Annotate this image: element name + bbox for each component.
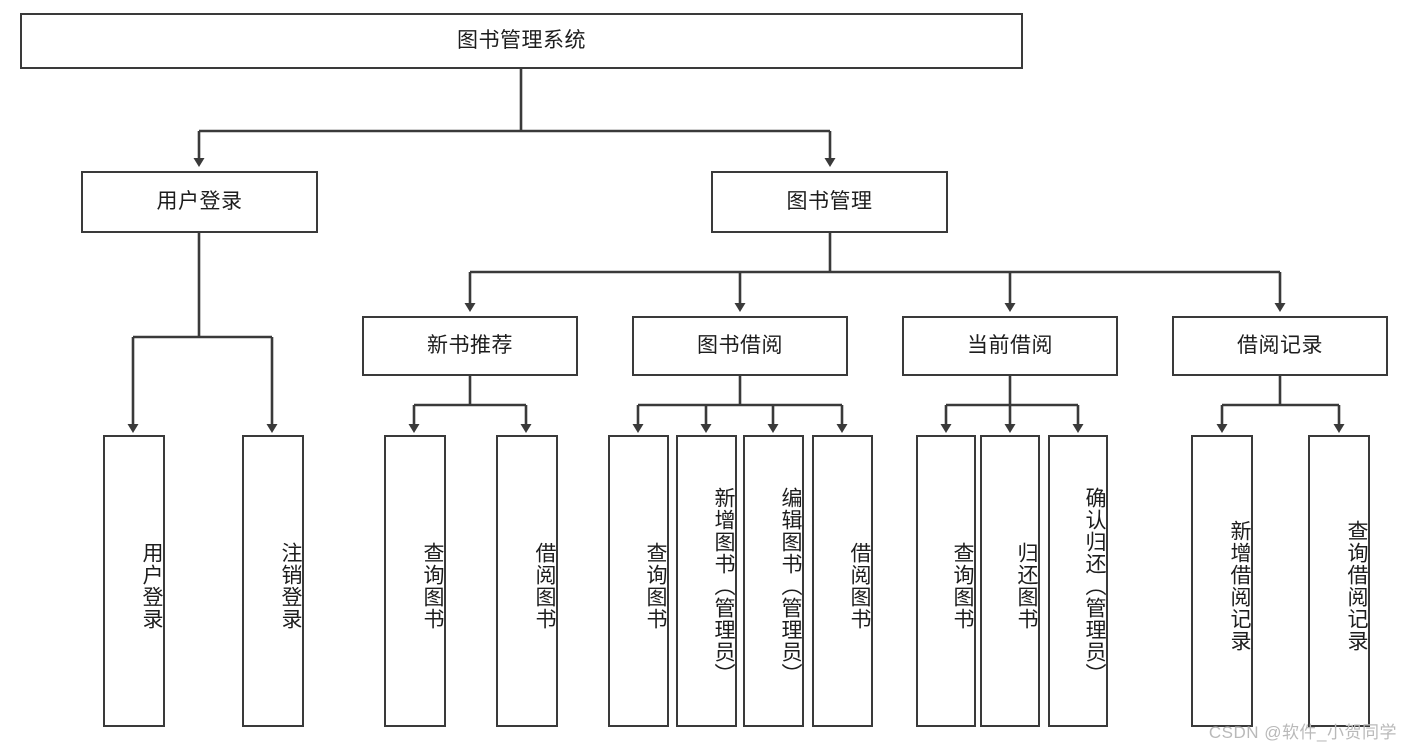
- node-borrow-record-label: 借阅记录: [1237, 334, 1323, 358]
- node-leaf-confirm-return-label: 确认归还（管理员）: [1083, 487, 1106, 685]
- node-book-manage[interactable]: 图书管理: [711, 171, 948, 233]
- node-book-borrow-label: 图书借阅: [697, 334, 783, 358]
- node-borrow-record[interactable]: 借阅记录: [1172, 316, 1388, 376]
- node-leaf-add-book[interactable]: 新增图书（管理员）: [676, 435, 737, 727]
- node-user-login[interactable]: 用户登录: [81, 171, 318, 233]
- node-book-borrow[interactable]: 图书借阅: [632, 316, 848, 376]
- node-leaf-query-book-3-label: 查询图书: [951, 542, 974, 630]
- node-leaf-query-book-2[interactable]: 查询图书: [608, 435, 669, 727]
- node-leaf-user-login-label: 用户登录: [140, 542, 163, 630]
- node-new-book-rec-label: 新书推荐: [427, 334, 513, 358]
- node-leaf-query-book-1-label: 查询图书: [421, 542, 444, 630]
- node-current-borrow-label: 当前借阅: [967, 334, 1053, 358]
- node-user-login-label: 用户登录: [156, 190, 243, 214]
- node-leaf-return-book[interactable]: 归还图书: [980, 435, 1040, 727]
- node-leaf-user-login[interactable]: 用户登录: [103, 435, 165, 727]
- node-leaf-add-book-label: 新增图书（管理员）: [712, 487, 735, 685]
- node-leaf-edit-book-label: 编辑图书（管理员）: [779, 487, 802, 685]
- node-leaf-add-record[interactable]: 新增借阅记录: [1191, 435, 1253, 727]
- node-leaf-confirm-return[interactable]: 确认归还（管理员）: [1048, 435, 1108, 727]
- node-leaf-borrow-book-1-label: 借阅图书: [533, 542, 556, 630]
- node-root-label: 图书管理系统: [457, 29, 586, 53]
- node-leaf-borrow-book-2[interactable]: 借阅图书: [812, 435, 873, 727]
- node-root[interactable]: 图书管理系统: [20, 13, 1023, 69]
- node-leaf-borrow-book-1[interactable]: 借阅图书: [496, 435, 558, 727]
- node-leaf-borrow-book-2-label: 借阅图书: [848, 542, 871, 630]
- node-leaf-add-record-label: 新增借阅记录: [1228, 520, 1251, 652]
- node-leaf-query-book-2-label: 查询图书: [644, 542, 667, 630]
- node-leaf-query-book-3[interactable]: 查询图书: [916, 435, 976, 727]
- node-book-manage-label: 图书管理: [786, 190, 873, 214]
- node-leaf-query-record[interactable]: 查询借阅记录: [1308, 435, 1370, 727]
- node-leaf-query-record-label: 查询借阅记录: [1345, 520, 1368, 652]
- node-leaf-return-book-label: 归还图书: [1015, 542, 1038, 630]
- node-new-book-rec[interactable]: 新书推荐: [362, 316, 578, 376]
- node-leaf-edit-book[interactable]: 编辑图书（管理员）: [743, 435, 804, 727]
- node-leaf-logout-label: 注销登录: [279, 542, 302, 630]
- node-leaf-query-book-1[interactable]: 查询图书: [384, 435, 446, 727]
- csdn-watermark: CSDN @软件_小贺同学: [1208, 723, 1397, 742]
- node-current-borrow[interactable]: 当前借阅: [902, 316, 1118, 376]
- node-leaf-logout[interactable]: 注销登录: [242, 435, 304, 727]
